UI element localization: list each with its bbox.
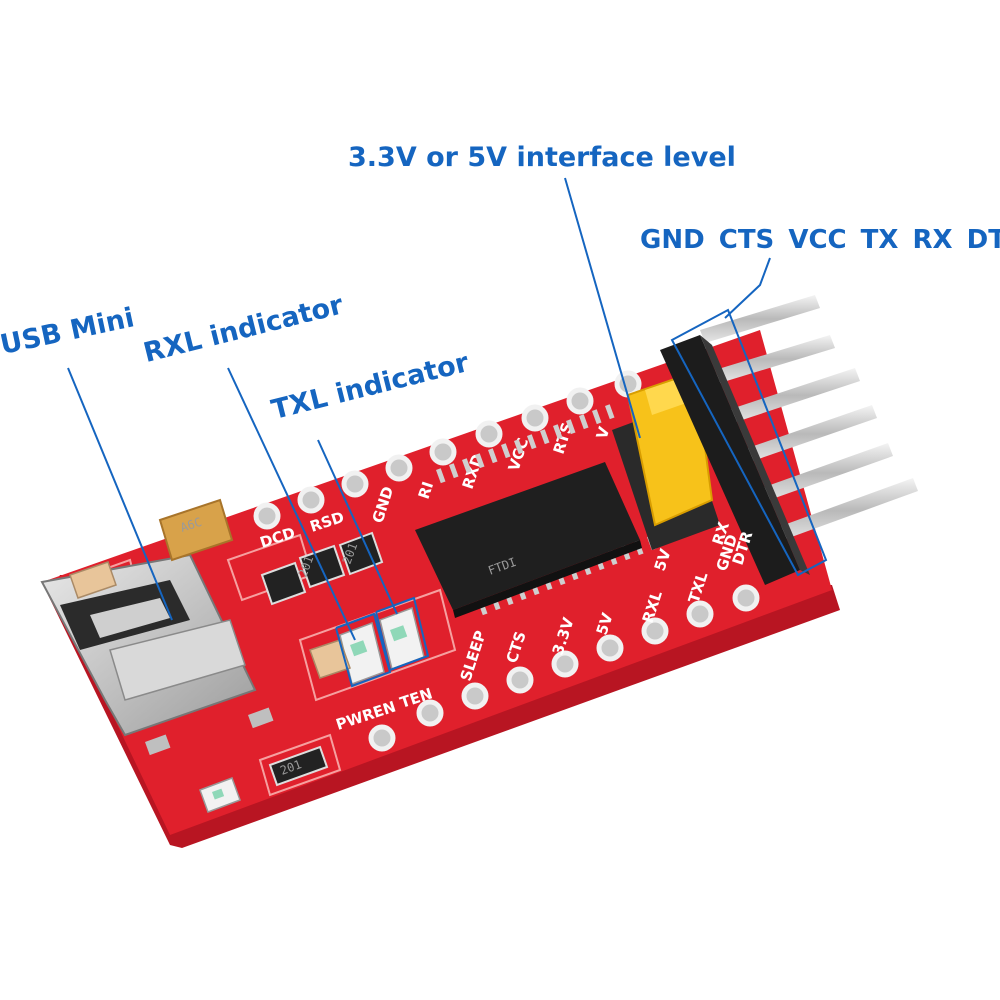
pad: [521, 404, 549, 432]
header-pin: [700, 295, 820, 343]
pad: [368, 724, 396, 752]
pad: [416, 699, 444, 727]
pad: [297, 486, 325, 514]
capacitors: A6C: [69, 498, 351, 679]
header-pin: [715, 335, 835, 383]
pad: [641, 617, 669, 645]
header-pins-box: [670, 308, 828, 577]
pad: [253, 502, 281, 530]
pad: [686, 600, 714, 628]
pad: [732, 584, 760, 612]
pad: [596, 634, 624, 662]
capacitor-code: A6C: [179, 515, 204, 535]
usb-mini-connector: [40, 553, 274, 756]
six-pin-header: GND DTR RX: [660, 295, 918, 585]
pad: [566, 387, 594, 415]
pad: [429, 438, 457, 466]
header-pins: [700, 295, 918, 543]
callout-interface-level: 3.3V or 5V interface level: [348, 142, 736, 173]
top-pad-row: [253, 370, 642, 530]
chip-body-edge: [453, 540, 642, 618]
usb-tab: [248, 707, 274, 729]
chip-body: [415, 462, 640, 610]
txl-box: [375, 596, 430, 672]
leader-interface-level: [564, 177, 641, 439]
resistor-code: 201: [340, 541, 361, 566]
pad: [475, 420, 503, 448]
callout-header-pins: GND CTS VCC TX RX DTR: [640, 225, 1000, 255]
callout-leaders: [67, 177, 828, 688]
header-housing: [660, 335, 800, 585]
pad: [341, 470, 369, 498]
header-pin: [728, 368, 860, 423]
header-pin: [742, 405, 877, 463]
leader-txl: [317, 439, 398, 615]
resistor-code: 201: [278, 757, 303, 778]
resistor-code: 201: [296, 554, 317, 579]
leader-usb-mini: [67, 367, 173, 621]
label-ri: RI: [415, 479, 437, 501]
pad: [461, 682, 489, 710]
header-pin: [770, 478, 918, 543]
usb-tab: [145, 734, 171, 756]
tantalum-capacitor: [158, 498, 234, 562]
pad: [551, 650, 579, 678]
leader-rxl: [227, 367, 356, 641]
pad: [385, 454, 413, 482]
pad: [506, 666, 534, 694]
header-pin: [756, 443, 893, 503]
smd-resistors: 201 201 201: [260, 531, 384, 787]
bottom-pad-row: [368, 584, 760, 752]
rxl-box: [335, 612, 392, 688]
leader-header-pins: [724, 257, 771, 319]
ftdi-chip: FTDI: [415, 404, 657, 618]
